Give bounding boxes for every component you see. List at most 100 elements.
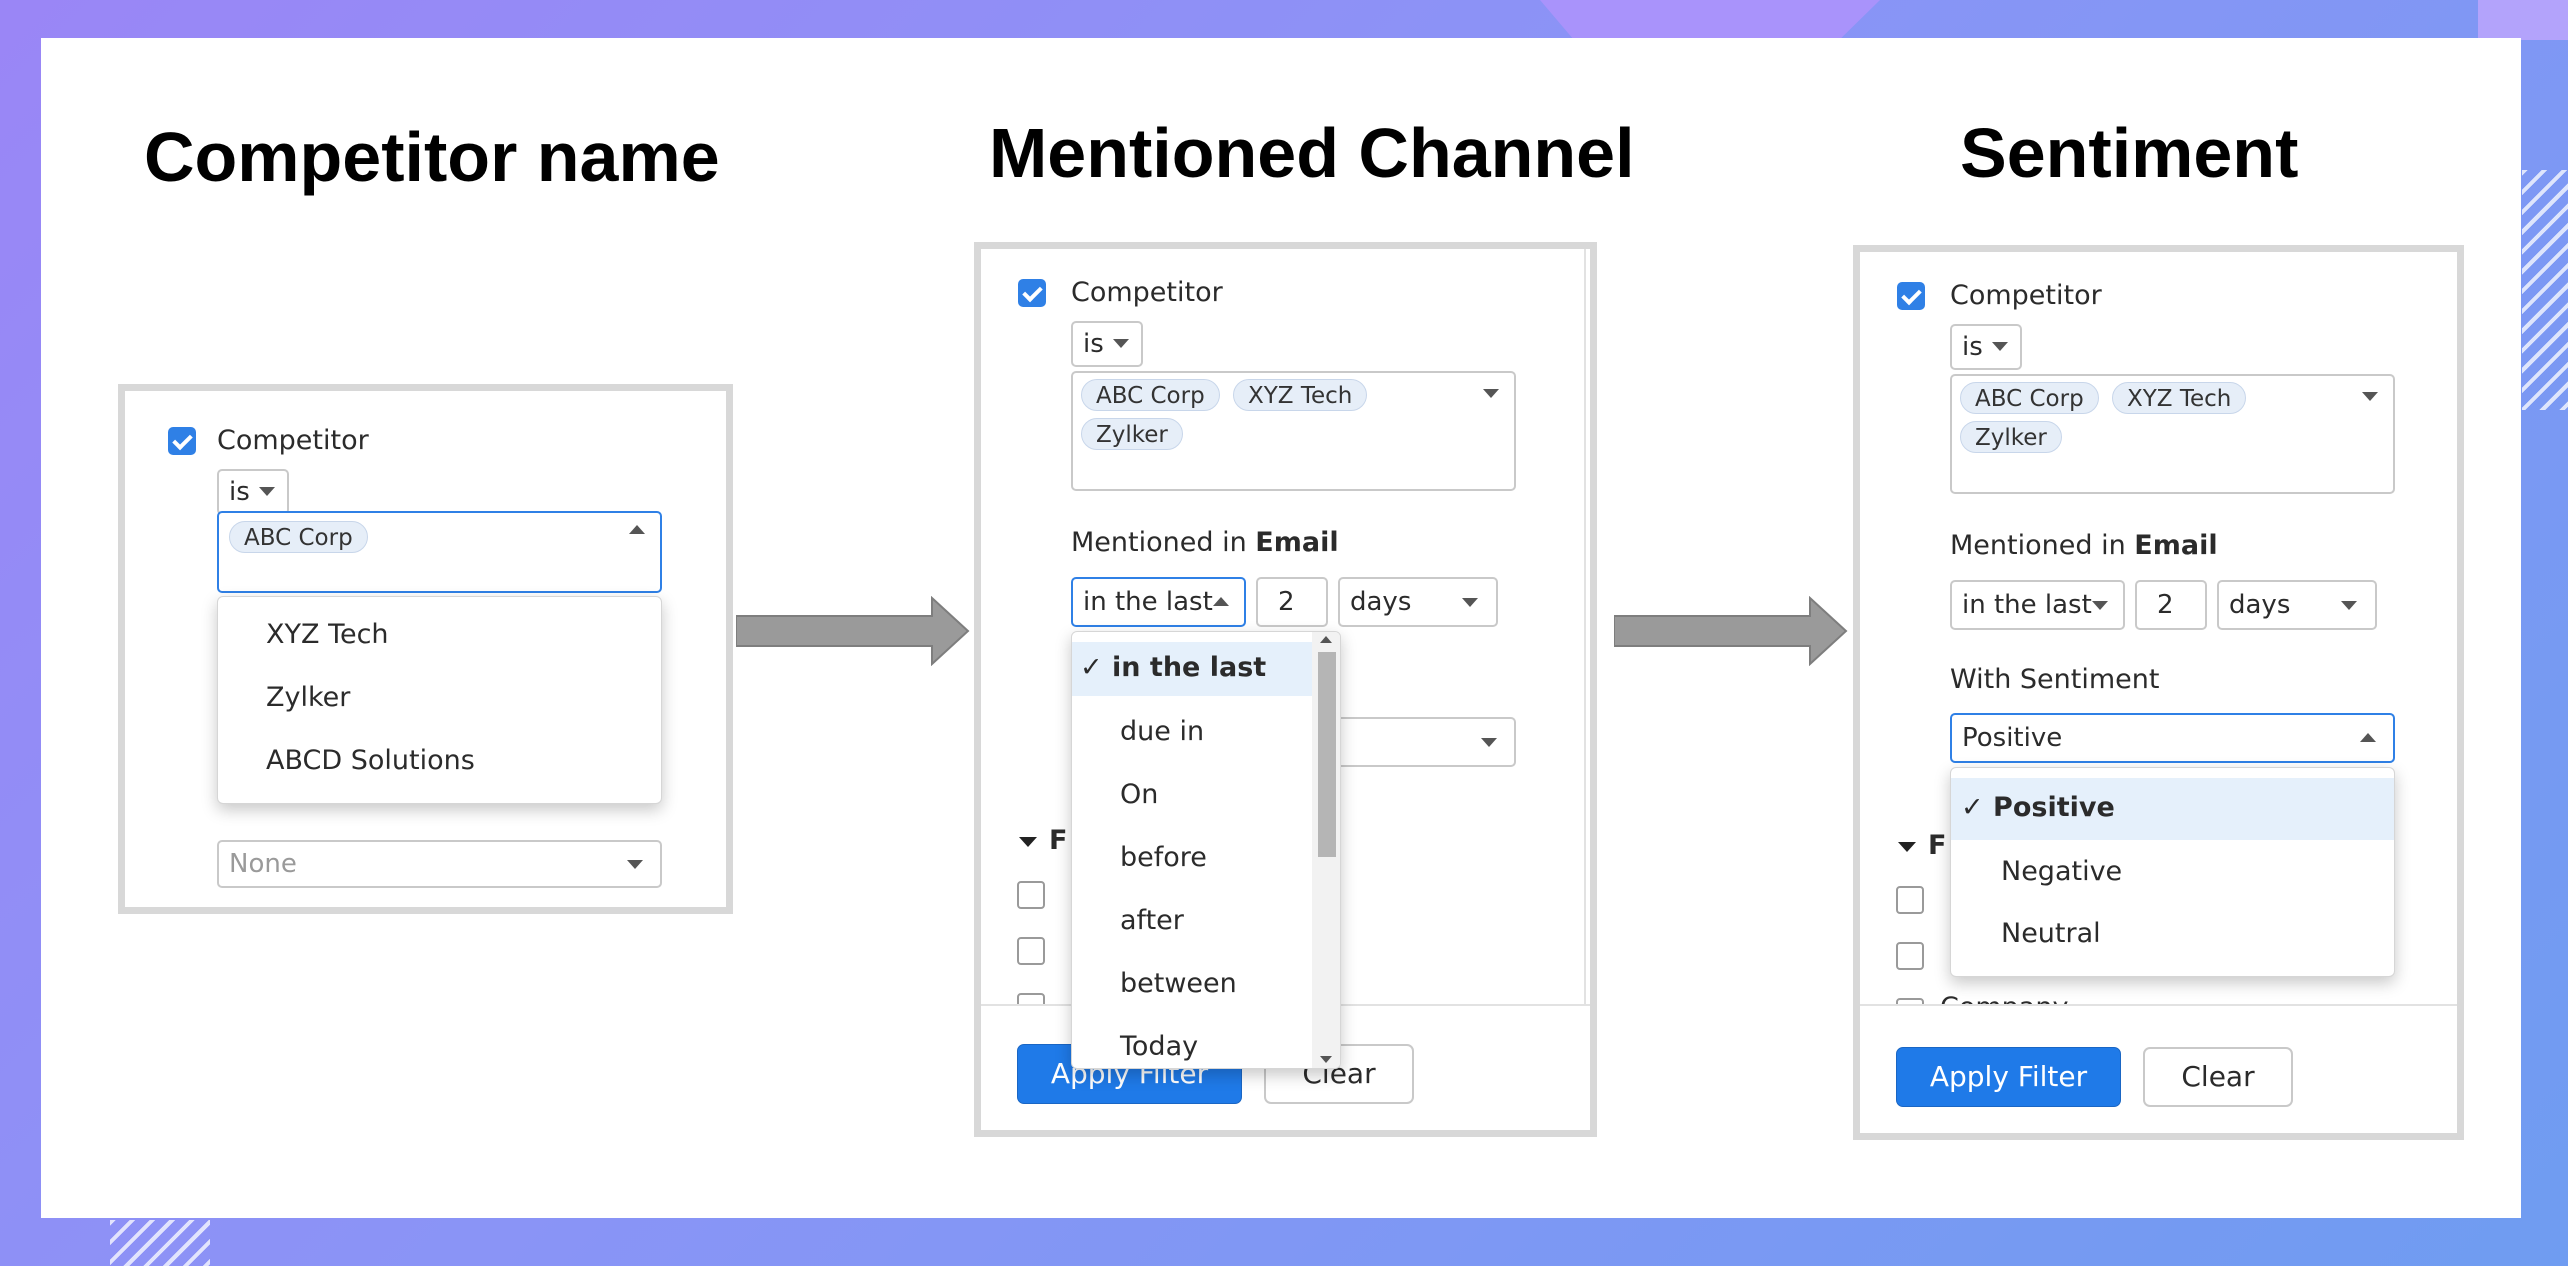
background-shape [2478,0,2568,40]
tag-xyz-tech[interactable]: XYZ Tech [2112,382,2247,414]
mentioned-channel: Email [1255,527,1339,558]
chevron-up-icon[interactable] [629,525,645,534]
chevron-down-icon [259,487,275,496]
with-sentiment-label: With Sentiment [1950,664,2160,695]
option-positive-label: Positive [1993,792,2115,823]
chevron-down-icon [1481,738,1497,747]
operator-select[interactable]: is [1071,321,1143,367]
chevron-down-icon[interactable] [2362,392,2378,401]
chevron-down-icon [2092,601,2108,610]
tag-zylker[interactable]: Zylker [1960,421,2062,453]
operator-select[interactable]: is [1950,324,2022,370]
time-value: 2 [1278,587,1295,617]
option-zylker[interactable]: Zylker [266,682,351,713]
operator-value: is [1962,332,1983,362]
secondary-select[interactable]: None [217,840,662,888]
chevron-up-icon [1213,597,1229,606]
selected-option-highlight [1951,778,2394,840]
time-operator-value: in the last [1962,590,2092,620]
tag-abc-corp[interactable]: ABC Corp [1960,382,2099,414]
field-checkbox[interactable] [1017,881,1045,909]
time-unit-value: days [2229,590,2291,620]
time-operator-dropdown: ✓ in the last due in On before after bet… [1071,631,1341,1069]
operator-value: is [1083,329,1104,359]
time-unit-select[interactable]: days [2217,580,2377,630]
content-card: Competitor name Mentioned Channel Sentim… [41,38,2521,1218]
clear-button[interactable]: Clear [2143,1047,2293,1107]
time-operator-select[interactable]: in the last [1950,580,2125,630]
option-abcd-solutions[interactable]: ABCD Solutions [266,745,475,776]
tag-abc-corp[interactable]: ABC Corp [229,521,368,553]
scroll-down-icon[interactable] [1320,1056,1332,1063]
arrow-right-icon [736,596,970,666]
mentioned-prefix: Mentioned in [1950,530,2126,561]
secondary-select-placeholder: None [229,849,297,879]
field-checkbox[interactable] [1896,886,1924,914]
scrollbar-thumb[interactable] [1318,652,1336,857]
filter-panel-competitor: Competitor is ABC Corp None XYZ Tech Zyl… [118,384,733,914]
competitor-label: Competitor [1950,280,2102,311]
mentioned-channel: Email [2134,530,2218,561]
option-due-in[interactable]: due in [1120,716,1205,747]
competitor-tag-input[interactable]: ABC Corp XYZ Tech Zylker [1950,374,2395,494]
tag-xyz-tech[interactable]: XYZ Tech [1233,379,1368,411]
mentioned-prefix: Mentioned in [1071,527,1247,558]
sentiment-dropdown: ✓ Positive Negative Neutral [1950,767,2395,977]
option-negative[interactable]: Negative [2001,856,2123,887]
arrow-right-icon [1614,596,1848,666]
tag-abc-corp[interactable]: ABC Corp [1081,379,1220,411]
sentiment-value: Positive [1962,723,2063,753]
chevron-down-icon [1462,598,1478,607]
selected-option-highlight [1072,642,1340,696]
apply-filter-button[interactable]: Apply Filter [1896,1047,2121,1107]
competitor-checkbox[interactable] [1897,282,1925,310]
heading-sentiment: Sentiment [1960,114,2299,192]
time-value: 2 [2157,590,2174,620]
time-value-input[interactable]: 2 [1256,577,1328,627]
panel-divider [1584,249,1586,1019]
heading-competitor-name: Competitor name [144,118,720,196]
operator-value: is [229,477,250,507]
time-operator-value: in the last [1083,587,1213,617]
competitor-tag-input[interactable]: ABC Corp [217,511,662,593]
background-stripes [110,1220,210,1266]
scroll-up-icon[interactable] [1320,636,1332,643]
option-in-the-last[interactable]: ✓ in the last [1080,652,1267,683]
operator-select[interactable]: is [217,469,289,515]
option-in-the-last-label: in the last [1112,652,1267,683]
chevron-down-icon[interactable] [1483,389,1499,398]
competitor-label: Competitor [217,425,369,456]
option-before[interactable]: before [1120,842,1207,873]
time-unit-select[interactable]: days [1338,577,1498,627]
option-xyz-tech[interactable]: XYZ Tech [266,619,389,650]
background-stripes [2522,170,2568,410]
chevron-down-icon [627,860,643,869]
chevron-up-icon [2360,733,2376,742]
time-operator-select[interactable]: in the last [1071,577,1246,627]
option-on[interactable]: On [1120,779,1159,810]
competitor-label: Competitor [1071,277,1223,308]
field-checkbox[interactable] [1896,942,1924,970]
competitor-tag-input[interactable]: ABC Corp XYZ Tech Zylker [1071,371,1516,491]
time-value-input[interactable]: 2 [2135,580,2207,630]
option-after[interactable]: after [1120,905,1184,936]
competitor-checkbox[interactable] [1018,279,1046,307]
clear-label: Clear [2181,1060,2255,1093]
collapse-icon[interactable] [1898,842,1916,852]
section-header: F [1928,830,1947,861]
option-today[interactable]: Today [1120,1031,1199,1062]
filter-panel-sentiment: Competitor is ABC Corp XYZ Tech Zylker M… [1853,245,2464,1140]
apply-filter-label: Apply Filter [1929,1060,2088,1093]
background-shape [1540,0,1880,40]
chevron-down-icon [1113,339,1129,348]
option-neutral[interactable]: Neutral [2001,918,2101,949]
field-checkbox[interactable] [1017,937,1045,965]
competitor-checkbox[interactable] [168,427,196,455]
option-between[interactable]: between [1120,968,1237,999]
footer-divider [1860,1004,2457,1006]
option-positive[interactable]: ✓ Positive [1961,792,2115,823]
tag-zylker[interactable]: Zylker [1081,418,1183,450]
mentioned-in-label: Mentioned in Email [1950,530,2218,561]
sentiment-select[interactable]: Positive [1950,713,2395,763]
collapse-icon[interactable] [1019,837,1037,847]
